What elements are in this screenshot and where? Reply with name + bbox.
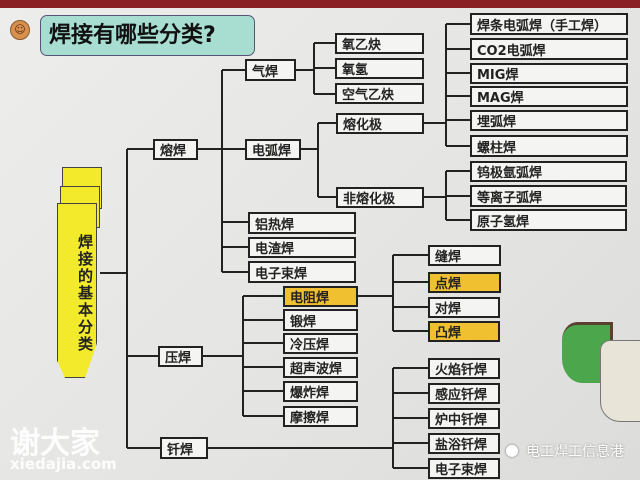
node-flame-brazing: 火焰钎焊 xyxy=(428,358,500,379)
node-mag: MAG焊 xyxy=(470,86,628,107)
node-furnace-brazing: 炉中钎焊 xyxy=(428,408,500,429)
node-electroslag: 电渣焊 xyxy=(248,237,356,258)
node-friction: 摩擦焊 xyxy=(283,406,358,427)
node-mig: MIG焊 xyxy=(470,63,628,84)
node-saw: 埋弧焊 xyxy=(470,110,628,131)
node-spot: 点焊 xyxy=(428,272,501,293)
top-bar xyxy=(0,0,640,8)
node-thermite: 铝热焊 xyxy=(248,212,356,234)
smiley-icon: ☺ xyxy=(10,20,30,40)
node-arc-welding: 电弧焊 xyxy=(245,139,301,160)
node-cold-pressure: 冷压焊 xyxy=(283,333,358,354)
node-plasma: 等离子弧焊 xyxy=(470,185,627,207)
node-consumable: 熔化极 xyxy=(336,113,424,134)
slide-title: 焊接有哪些分类? xyxy=(40,15,255,56)
node-atomic-hydrogen: 原子氢焊 xyxy=(470,209,627,231)
watermark-site: xiedajia.com xyxy=(10,455,117,473)
node-butt: 对焊 xyxy=(428,297,500,318)
node-smaw: 焊条电弧焊（手工焊） xyxy=(470,13,628,35)
root-node: 焊接的基本分类 xyxy=(57,203,97,378)
watermark-wechat: 电工焊工信息港 xyxy=(526,444,624,460)
node-ultrasonic: 超声波焊 xyxy=(283,357,358,378)
wechat-icon: ● xyxy=(505,440,519,459)
watermark-brand: 谢大家 xyxy=(10,426,100,461)
node-induction-brazing: 感应钎焊 xyxy=(428,383,500,404)
node-eb-brazing: 电子束焊 xyxy=(428,458,500,479)
node-gas-welding: 气焊 xyxy=(245,59,296,81)
node-forge: 锻焊 xyxy=(283,309,358,331)
node-pressure: 压焊 xyxy=(158,346,203,367)
node-air-acetylene: 空气乙炔 xyxy=(335,83,424,104)
node-electron-beam: 电子束焊 xyxy=(248,261,356,283)
node-stud: 螺柱焊 xyxy=(470,135,628,157)
teacher-illustration xyxy=(600,340,640,422)
node-tig: 钨极氩弧焊 xyxy=(470,161,627,182)
node-resistance: 电阻焊 xyxy=(283,286,358,307)
node-oxyacetylene: 氧乙炔 xyxy=(335,33,424,54)
node-oxyhydrogen: 氧氢 xyxy=(335,58,424,79)
node-seam: 缝焊 xyxy=(428,245,501,266)
node-explosive: 爆炸焊 xyxy=(283,381,358,402)
node-projection: 凸焊 xyxy=(428,321,500,342)
node-fusion: 熔焊 xyxy=(153,139,198,160)
node-nonconsumable: 非熔化极 xyxy=(336,187,424,208)
node-salt-bath-brazing: 盐浴钎焊 xyxy=(428,433,500,454)
node-brazing: 钎焊 xyxy=(160,437,208,459)
node-co2: CO2电弧焊 xyxy=(470,38,628,60)
